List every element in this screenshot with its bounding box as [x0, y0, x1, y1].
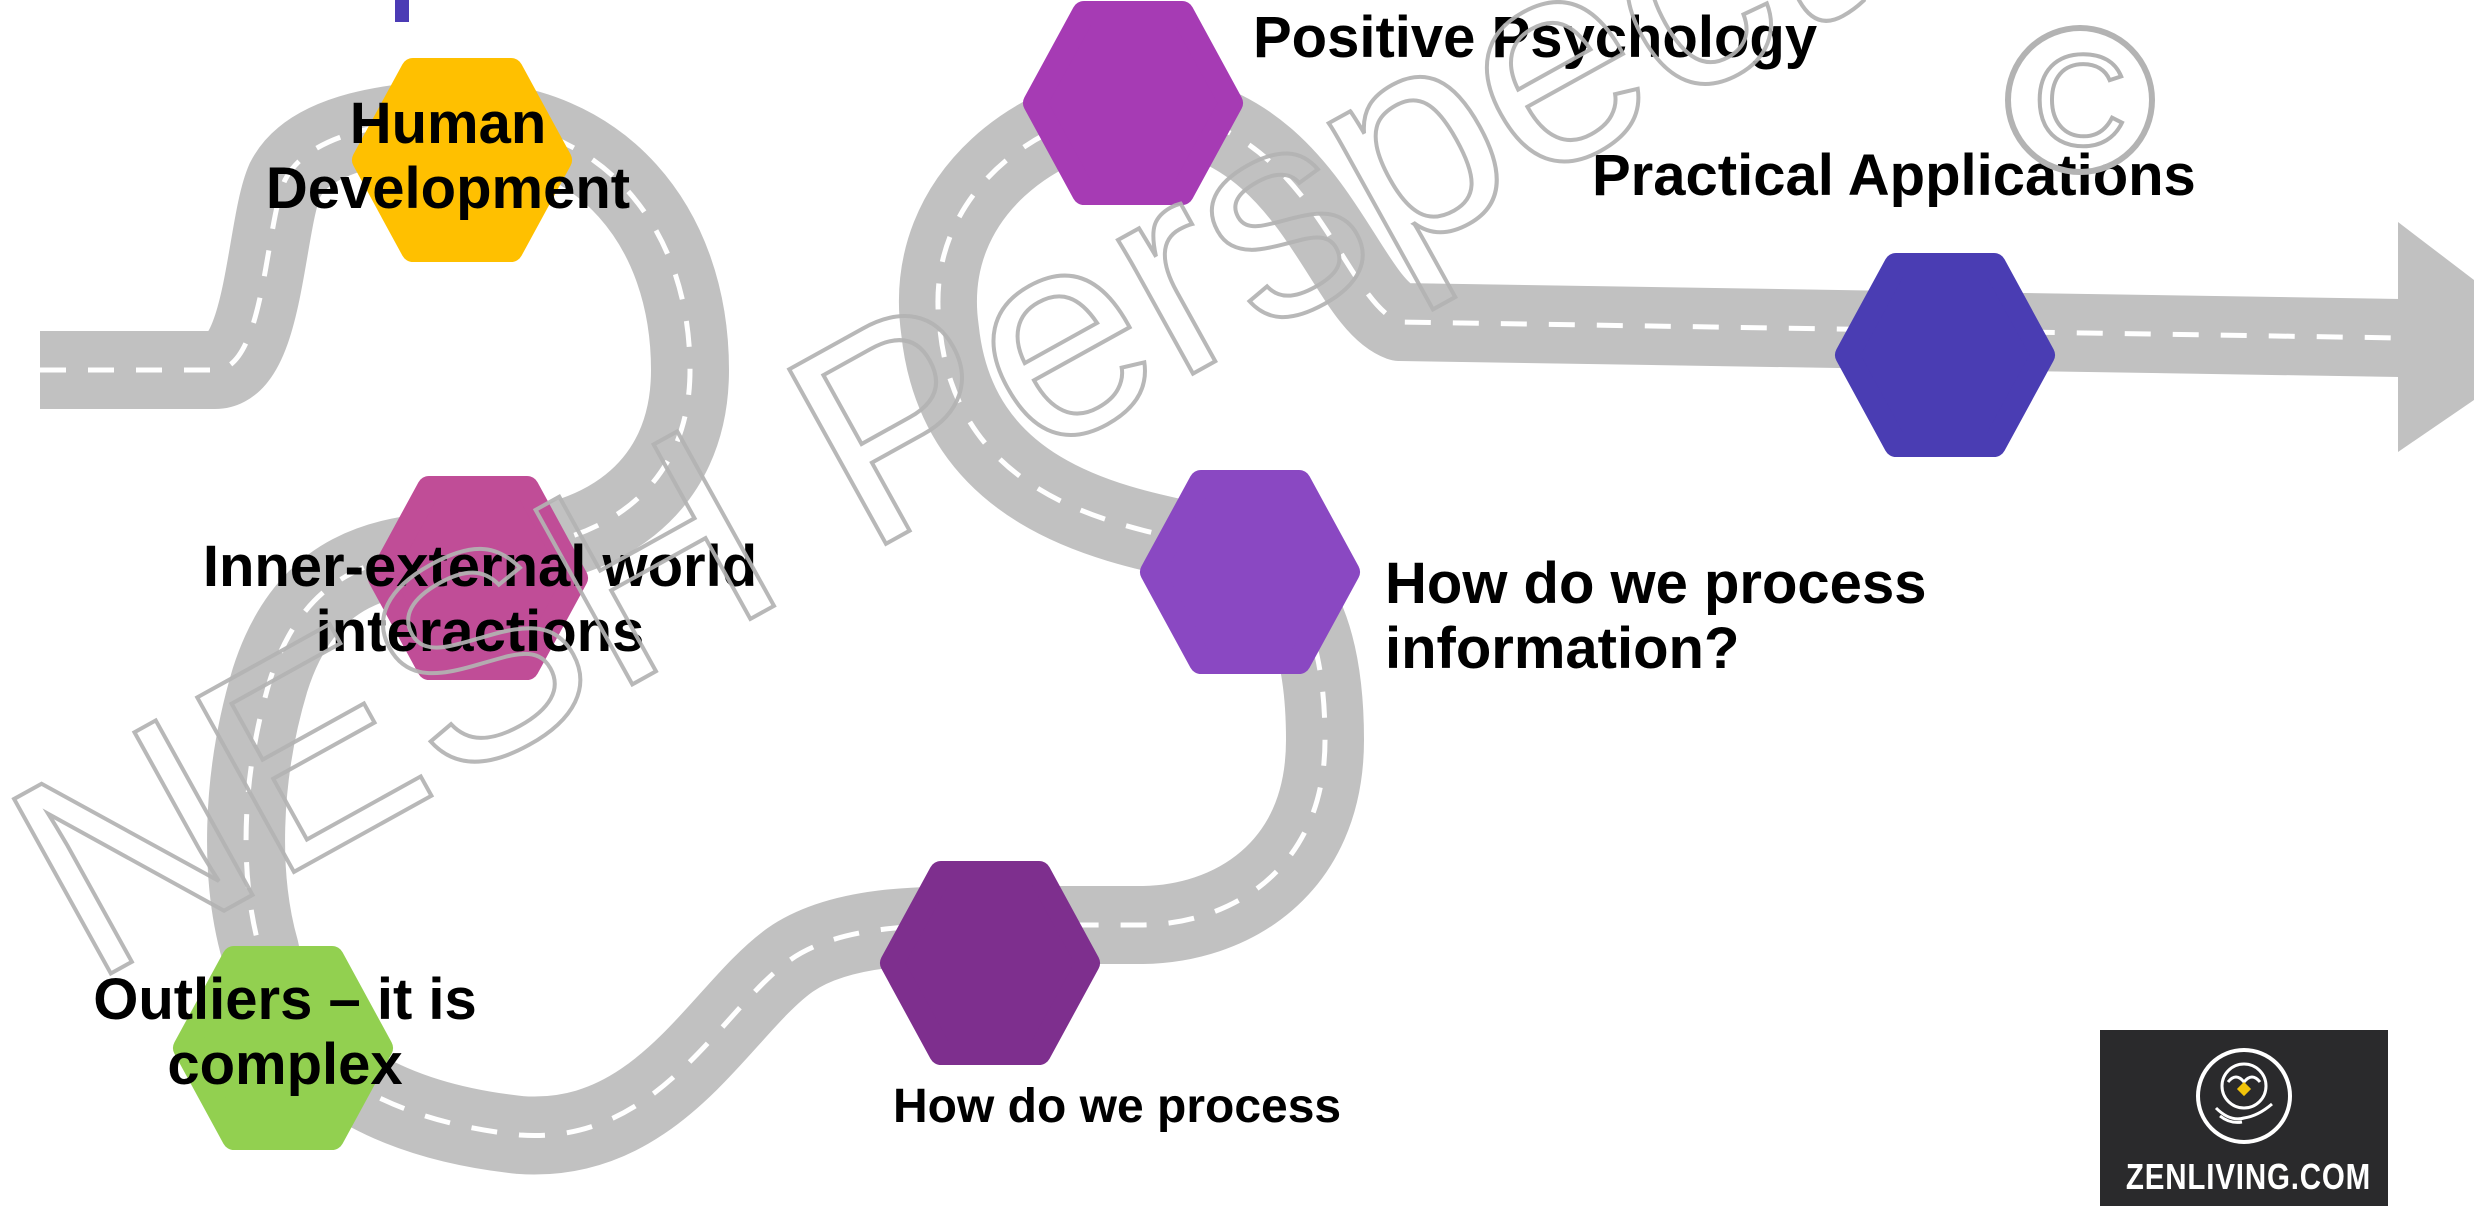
label-outliers: Outliers – it is complex [93, 967, 477, 1097]
brand-name: ZENLIVING.COM [2125, 1156, 2372, 1197]
label-how-do-we-process: How do we process [893, 1080, 1342, 1133]
hex-outliers [173, 946, 393, 1150]
hex-positive-psychology [1023, 1, 1243, 205]
label-practical-applications: Practical Applications [1592, 143, 2196, 208]
label-human-development: Human Development [265, 91, 631, 221]
hex-human-development [352, 58, 572, 262]
road-lane-markings [40, 107, 2401, 1138]
brand-logo-tile: ZENLIVING.COM [2100, 1030, 2388, 1206]
label-how-do-we-process-information: How do we process information? [1385, 551, 1927, 681]
hex-process-bottom [880, 861, 1100, 1065]
label-inner-external-world-interactions: Inner-external world interactions [202, 534, 758, 664]
hex-practical-applications [1835, 253, 2055, 457]
milestone-markers [173, 1, 2055, 1150]
arrow-right-icon [2398, 222, 2474, 452]
label-positive-psychology: Positive Psychology [1253, 5, 1818, 70]
lotus-head-hand-icon [2196, 1048, 2292, 1144]
top-accent-bar [395, 0, 409, 22]
hex-process-information [1140, 470, 1360, 674]
hex-inner-external [368, 476, 588, 680]
